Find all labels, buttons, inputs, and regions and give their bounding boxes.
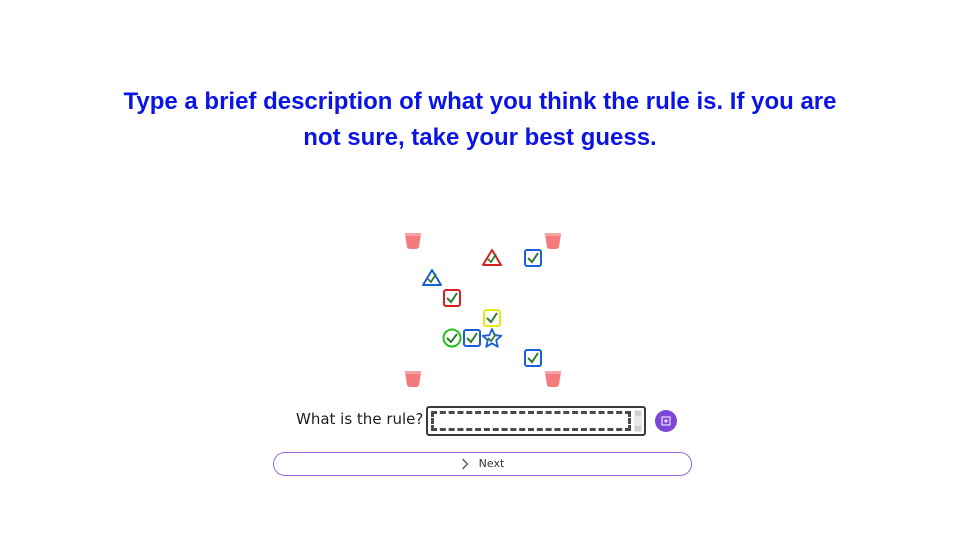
- submit-icon: [661, 416, 671, 426]
- game-board: [390, 225, 570, 390]
- rule-input-scrollbar[interactable]: [634, 410, 642, 432]
- blue-star-piece-icon[interactable]: [481, 327, 503, 349]
- rule-answer-row: What is the rule?: [294, 404, 694, 438]
- bucket-top-left-icon: [402, 229, 424, 251]
- blue-checkbox-piece-icon[interactable]: [522, 247, 544, 269]
- rule-input[interactable]: [431, 411, 631, 431]
- blue-checkbox-piece-icon[interactable]: [522, 347, 544, 369]
- next-label: Next: [478, 457, 505, 470]
- instruction-line-1: Type a brief description of what you thi…: [123, 88, 837, 115]
- rule-input-frame: [426, 406, 646, 436]
- submit-button[interactable]: [655, 410, 677, 432]
- next-button[interactable]: Next: [273, 452, 692, 476]
- red-checkbox-piece-icon[interactable]: [441, 287, 463, 309]
- chevron-right-icon: [461, 458, 469, 470]
- yellow-checkbox-piece-icon[interactable]: [481, 307, 503, 329]
- blue-triangle-piece-icon[interactable]: [421, 267, 443, 289]
- instruction-text: Type a brief description of what you thi…: [60, 84, 900, 156]
- green-circle-piece-icon[interactable]: [441, 327, 463, 349]
- bucket-bottom-left-icon: [402, 367, 424, 389]
- blue-checkbox-piece-icon[interactable]: [461, 327, 483, 349]
- scroll-down-arrow-icon[interactable]: [635, 426, 641, 431]
- rule-question-label: What is the rule?: [296, 410, 424, 428]
- red-triangle-piece-icon[interactable]: [481, 247, 503, 269]
- bucket-top-right-icon: [542, 229, 564, 251]
- instruction-line-2: not sure, take your best guess.: [303, 124, 657, 151]
- bucket-bottom-right-icon: [542, 367, 564, 389]
- scroll-up-arrow-icon[interactable]: [635, 411, 641, 416]
